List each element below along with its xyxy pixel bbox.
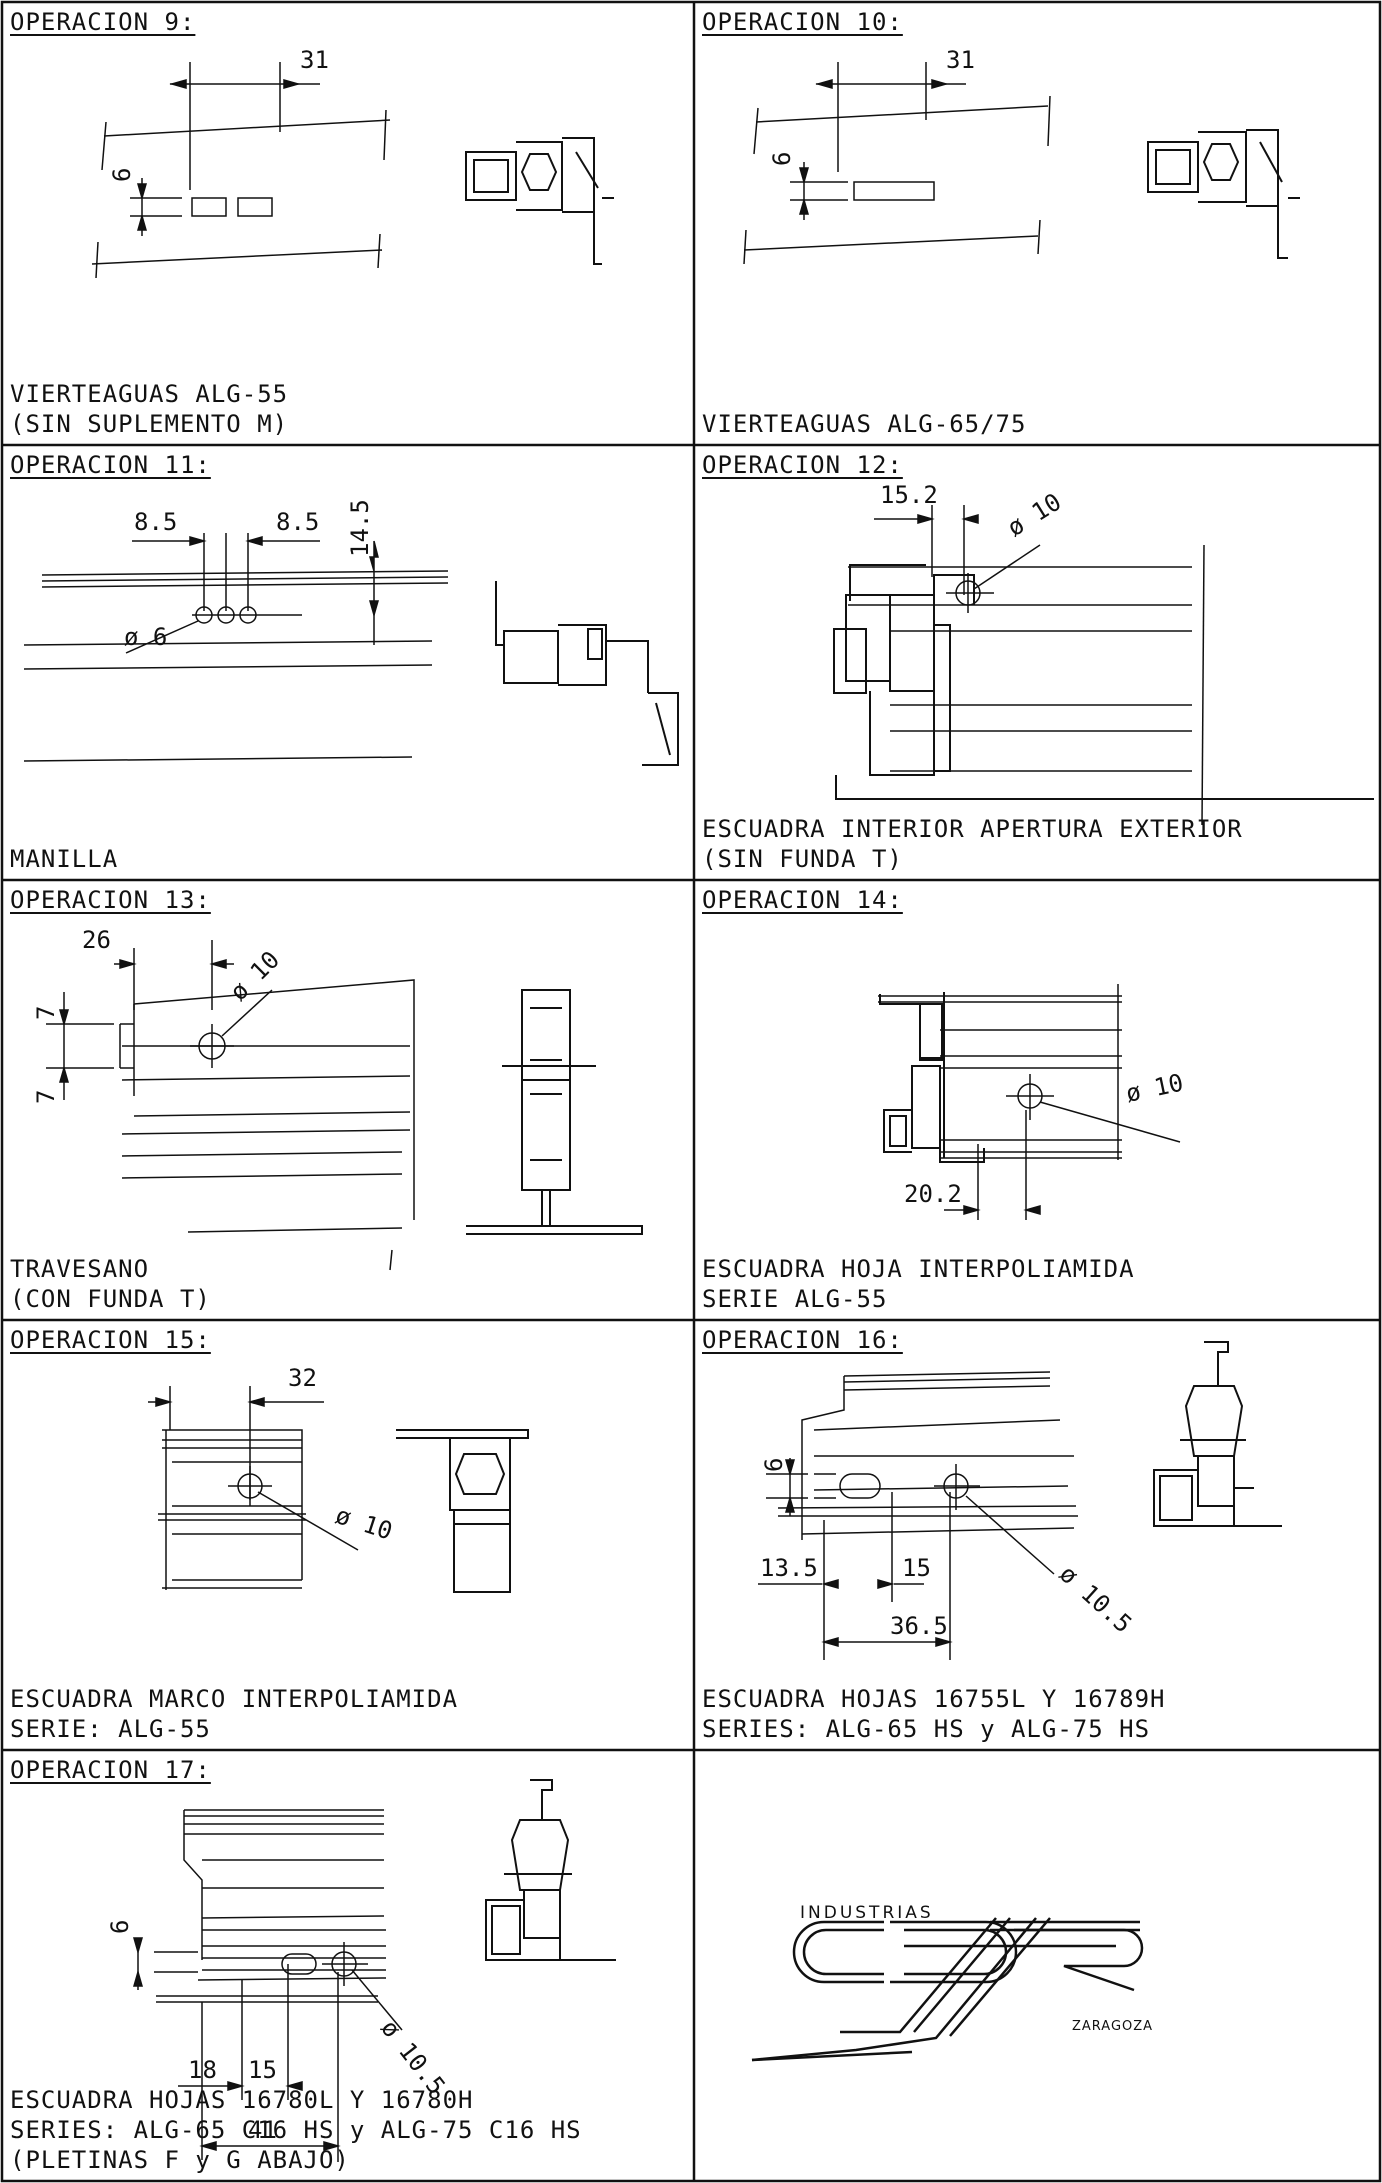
operation-15-dim-32: 32 [288, 1364, 317, 1392]
operation-16-dim-15: 15 [902, 1554, 931, 1582]
operation-10-drawing: 31 6 [694, 46, 1380, 445]
operation-13-cell: OPERACION 13: [2, 880, 694, 1320]
operation-13-title: OPERACION 13: [10, 886, 211, 914]
operation-12-cell: OPERACION 12: [694, 445, 1380, 880]
operation-16-title: OPERACION 16: [702, 1326, 903, 1354]
operation-12-profile-section [834, 565, 1374, 799]
operation-13-drawing: 26 ø 10 7 7 [32, 926, 694, 1320]
operation-12-caption: ESCUADRA INTERIOR APERTURA EXTERIOR(SIN … [702, 815, 1243, 873]
operation-14-cell: OPERACION 14: [694, 880, 1380, 1320]
operation-17-drawing: 6 18 15 41 ø 10.5 [106, 1750, 694, 2181]
operation-14-dim-20-2: 20.2 [904, 1180, 962, 1208]
operation-15-title: OPERACION 15: [10, 1326, 211, 1354]
operation-16-dim-36-5: 36.5 [890, 1612, 948, 1640]
operation-14-drawing: ø 10 20.2 [694, 880, 1186, 1320]
operation-13-caption: TRAVESANO(CON FUNDA T) [10, 1255, 211, 1313]
operation-13-dim-dia-10: ø 10 [224, 946, 285, 1007]
operation-11-dim-dia-6: ø 6 [124, 623, 167, 651]
operation-11-dim-8-5-right: 8.5 [276, 508, 319, 536]
operation-11-cell: OPERACION 11: [2, 445, 694, 880]
operation-16-profile-section [1154, 1342, 1282, 1526]
operation-11-title: OPERACION 11: [10, 451, 211, 479]
operation-14-title: OPERACION 14: [702, 886, 903, 914]
operation-16-dim-13-5: 13.5 [760, 1554, 818, 1582]
operation-16-drawing: 6 13.5 15 36.5 ø 10.5 [694, 1320, 1380, 1750]
operation-9-drawing: 31 6 [2, 46, 694, 445]
operation-10-dim-31: 31 [946, 46, 975, 74]
operation-13-profile-section [466, 990, 642, 1234]
logo-cell: INDUSTRIAS ZARAGOZA [694, 1750, 1380, 2181]
operation-11-caption: MANILLA [10, 845, 119, 873]
operation-10-profile-section [1148, 130, 1300, 258]
operation-10-title: OPERACION 10: [702, 8, 903, 36]
operation-16-dim-6: 6 [760, 1458, 788, 1472]
operation-11-profile-section [496, 581, 678, 765]
operation-15-cell: OPERACION 15: [2, 1320, 694, 1750]
logo-zaragoza-text: ZARAGOZA [1072, 2019, 1153, 2034]
company-logo: INDUSTRIAS ZARAGOZA [694, 1903, 1153, 2181]
operation-10-cell: OPERACION 10: [694, 2, 1380, 445]
operation-17-dim-15: 15 [248, 2056, 277, 2084]
operation-11-dim-14-5: 14.5 [346, 499, 374, 557]
operation-15-dim-dia-10: ø 10 [332, 1501, 396, 1545]
operation-12-dim-15-2: 15.2 [880, 481, 938, 509]
operation-15-drawing: 32 ø 10 [2, 1364, 694, 1750]
operation-10-caption: VIERTEAGUAS ALG-65/75 [702, 410, 1027, 438]
operation-9-caption: VIERTEAGUAS ALG-55(SIN SUPLEMENTO M) [10, 380, 289, 438]
operation-12-dim-dia-10: ø 10 [1002, 488, 1066, 542]
operation-13-dim-7-top: 7 [32, 1006, 60, 1020]
logo-industrias-text: INDUSTRIAS [800, 1903, 934, 1923]
operation-17-dim-6: 6 [106, 1920, 134, 1934]
operation-15-profile-section [396, 1430, 528, 1592]
operation-10-dim-6: 6 [768, 152, 796, 166]
operation-16-dim-dia-10-5: ø 10.5 [1054, 1560, 1137, 1639]
operation-13-dim-26: 26 [82, 926, 111, 954]
operation-17-dim-18: 18 [188, 2056, 217, 2084]
operation-9-profile-section [466, 138, 614, 264]
operation-11-drawing: 8.5 8.5 14.5 ø 6 [2, 499, 694, 880]
operation-12-drawing: 15.2 ø 10 [694, 481, 1380, 880]
operation-9-dim-6: 6 [108, 168, 136, 182]
operation-14-dim-dia-10: ø 10 [1123, 1068, 1185, 1107]
operation-17-title: OPERACION 17: [10, 1756, 211, 1784]
operation-17-profile-section [486, 1780, 616, 1960]
operation-13-dim-7-bottom: 7 [32, 1090, 60, 1104]
operation-16-cell: OPERACION 16: [694, 1320, 1380, 1750]
operation-17-cell: OPERACION 17: [2, 1750, 694, 2181]
operation-17-dim-41: 41 [248, 2116, 277, 2144]
operation-9-title: OPERACION 9: [10, 8, 196, 36]
operation-9-cell: OPERACION 9: [2, 2, 694, 445]
operation-14-profile-section [880, 992, 984, 1162]
operation-9-dim-31: 31 [300, 46, 329, 74]
operation-11-dim-8-5-left: 8.5 [134, 508, 177, 536]
operation-12-title: OPERACION 12: [702, 451, 903, 479]
